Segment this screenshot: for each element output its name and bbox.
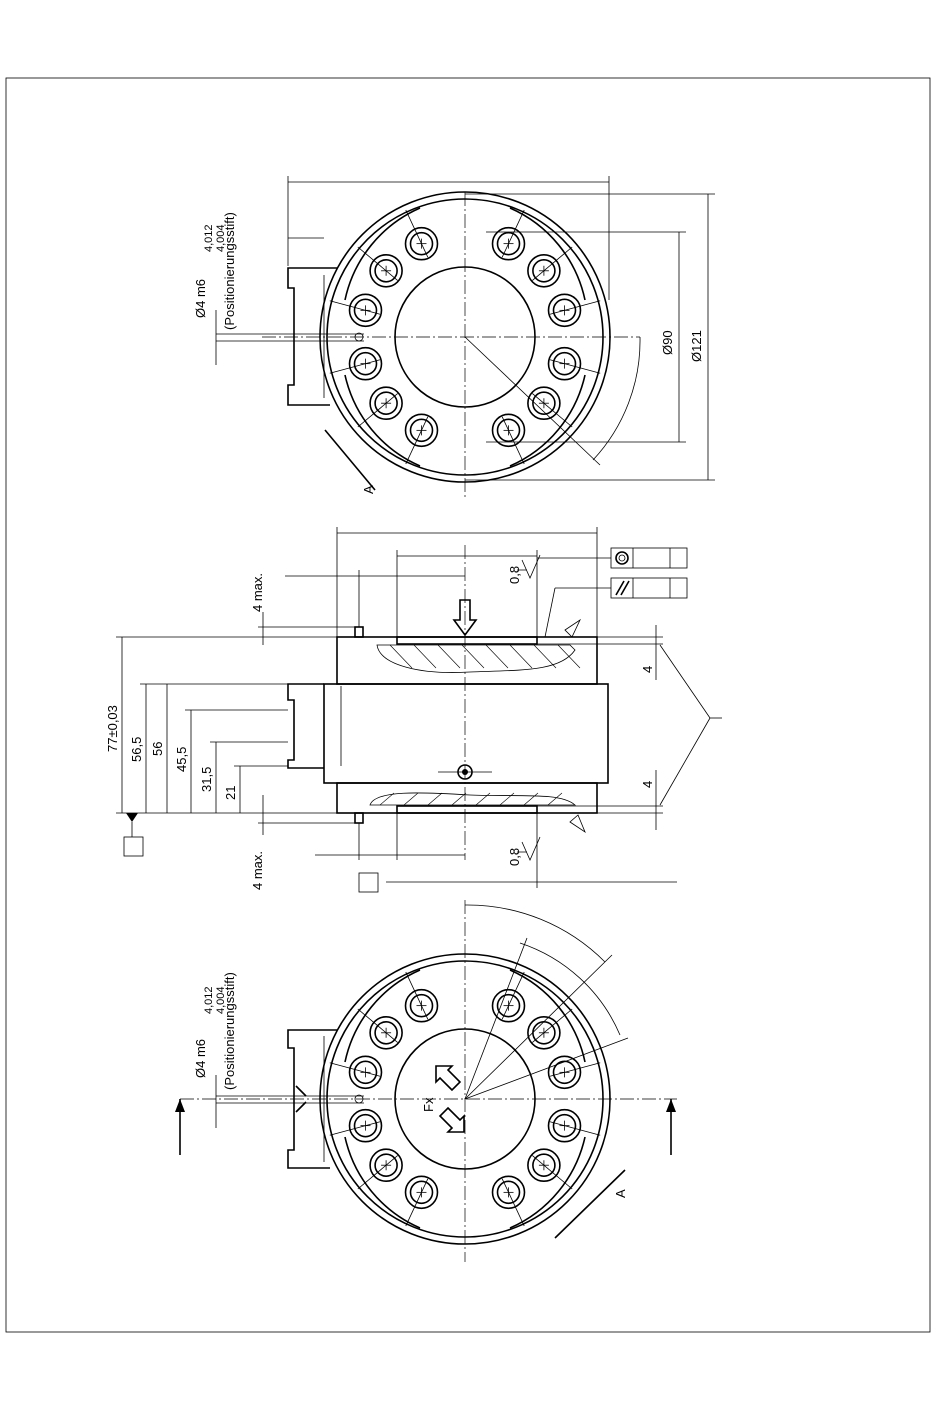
concentricity-frame [611, 548, 687, 568]
top-view: Ø4 m6 4,012 4,004 (Positionierungsstift)… [193, 176, 715, 500]
hatch-line [548, 793, 562, 805]
bottom-angle-arc-1 [465, 905, 605, 962]
bottom-section-label: A [613, 1189, 628, 1198]
hatch-line [510, 645, 532, 668]
section-arrowhead-left [175, 1099, 185, 1112]
top-angle-arc [593, 337, 640, 460]
side-connector [288, 684, 324, 768]
hatch-line [500, 793, 514, 805]
tol-leader-3 [545, 588, 555, 637]
side-bottom-pin [355, 813, 363, 823]
hatch-line [476, 793, 490, 805]
side-h5-label: 21 [223, 786, 238, 800]
hatch-line [404, 793, 418, 805]
drawing-frame [6, 78, 930, 1332]
hatch-line [486, 645, 508, 668]
side-view: 4 max. 4 max. 77±0,03 56,5 56 45,5 31,5 … [105, 527, 722, 892]
side-h3-label: 45,5 [174, 747, 189, 772]
top-section-line [325, 430, 375, 490]
hatch-line [438, 645, 460, 668]
hatch-line [452, 793, 466, 805]
fx-label: Fx [421, 1097, 436, 1112]
bolt-radial [532, 247, 572, 280]
top-pin-label: Ø4 m6 [193, 279, 208, 318]
side-surface-tri-2 [570, 815, 585, 832]
bottom-pin-tol-upper: 4,012 [203, 986, 215, 1014]
top-pin-tol-upper: 4,012 [203, 224, 215, 252]
hatch-line [414, 645, 436, 668]
top-dia-inner: Ø90 [660, 330, 675, 355]
side-h4-label: 31,5 [199, 767, 214, 792]
hatch-line [428, 793, 442, 805]
side-gap-leader-1 [660, 645, 710, 718]
bottom-pin-label: Ø4 m6 [193, 1039, 208, 1078]
side-surface-tri-1 [565, 620, 580, 637]
side-datum-box [124, 837, 143, 856]
hatch-line [524, 793, 538, 805]
bottom-view: Fx Ø4 m6 4,012 4,004 (Positionierungssti… [175, 900, 677, 1262]
side-top-plate [397, 637, 537, 644]
top-pin-note: (Positionierungsstift) [222, 212, 237, 330]
side-max-bottom-label: 4 max. [250, 851, 265, 890]
bolt-radial [532, 1156, 572, 1189]
side-datum-triangle [126, 813, 138, 822]
bolt-radial [358, 394, 398, 427]
side-max-top-label: 4 max. [250, 573, 265, 612]
top-dia-outer: Ø121 [689, 330, 704, 362]
side-hatching [380, 645, 580, 805]
parallelism-frame [611, 578, 687, 598]
hatch-line [534, 645, 556, 668]
bolt-radial [358, 1009, 398, 1042]
fx-arrow-down [440, 1108, 464, 1132]
side-gap-top-label: 4 [640, 666, 655, 673]
side-section-bottom [370, 793, 575, 805]
fx-arrow-up [436, 1066, 460, 1090]
hatch-line [558, 645, 580, 668]
side-datum-box-2 [359, 873, 378, 892]
side-bottom-plate [397, 806, 537, 813]
side-h1-label: 56,5 [129, 737, 144, 762]
bolt-radial [358, 247, 398, 280]
bolt-radial [532, 394, 572, 427]
side-gap-bottom-label: 4 [640, 781, 655, 788]
side-roughness-top: 0,8 [507, 566, 522, 584]
side-top-pin [355, 627, 363, 637]
bottom-angle-arc-2 [520, 943, 620, 1035]
side-h2-label: 56 [150, 742, 165, 756]
side-middle-body [324, 684, 608, 783]
side-height-total-label: 77±0,03 [105, 705, 120, 752]
side-roughness-bottom: 0,8 [507, 848, 522, 866]
side-gap-leader-2 [660, 718, 710, 805]
side-section-top [377, 645, 575, 673]
hatch-line [390, 645, 412, 668]
bottom-radial-3 [465, 1038, 628, 1099]
bolt-radial [358, 1156, 398, 1189]
top-connector [288, 268, 337, 405]
section-arrowhead-right [666, 1099, 676, 1112]
top-section-label: A [361, 485, 376, 494]
bottom-pin-note: (Positionierungsstift) [222, 972, 237, 1090]
